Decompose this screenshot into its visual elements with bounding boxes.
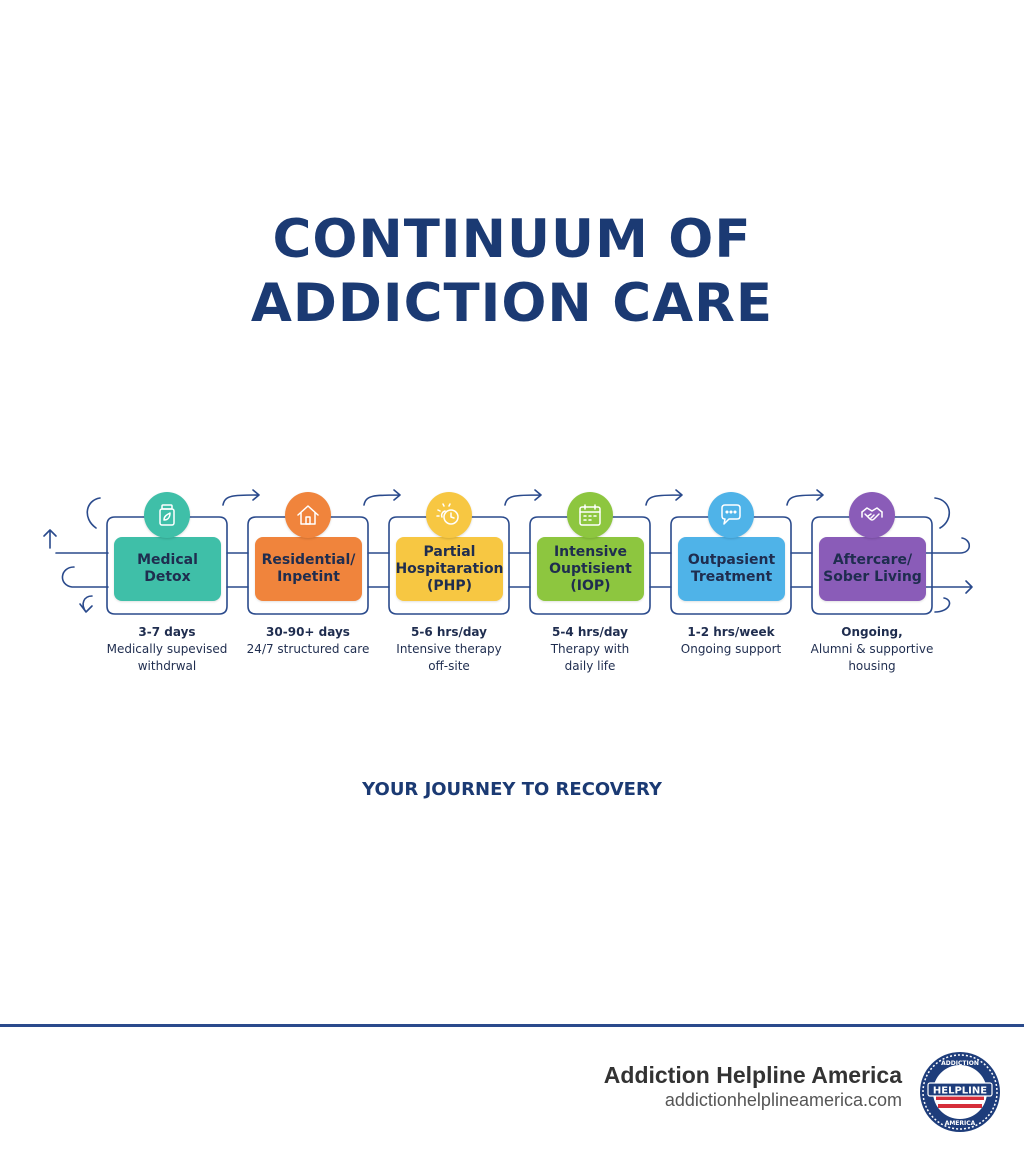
entry-curve-mid [61,566,109,588]
exit-curve-bottom [934,597,951,613]
stage-label: Outpasient Treatment [687,552,776,585]
stage-frame [247,516,369,615]
flow-arrow [645,489,683,506]
exit-curve-top [934,497,950,529]
exit-line [924,537,971,554]
stage-label: Intensive Ouptisient (IOP) [549,543,632,594]
flow-arrow [786,489,824,506]
flow-arrow [222,489,260,506]
flow-arrow [363,489,401,506]
stage-frame [388,516,510,615]
stage-label: Medical Detox [137,552,198,585]
stage-label: Residential/ Inpetint [261,552,356,585]
stage-frame [670,516,792,615]
flow-arrow [504,489,542,506]
stage-duration: Ongoing, [841,625,903,639]
tagline: YOUR JOURNEY TO RECOVERY [362,779,662,800]
title-line-1: CONTINUUM OF [272,209,752,270]
svg-text:AMERICA: AMERICA [945,1120,976,1127]
house-icon [285,492,331,538]
stage-card: Aftercare/ Sober Living [819,537,926,601]
title-line-2: ADDICTION CARE [250,273,774,334]
stage-description: Ongoing, Alumni & supportive housing [802,624,942,675]
footer-divider [0,1024,1024,1027]
stage-card: Medical Detox [114,537,221,601]
stage-detail: Intensive therapy off-site [396,642,502,673]
stage-card: Outpasient Treatment [678,537,785,601]
entry-curve-bottom [79,595,93,613]
sun-clock-icon [426,492,472,538]
stage-label: Aftercare/ Sober Living [823,552,922,585]
svg-text:HELPLINE: HELPLINE [933,1086,987,1097]
stage-detail: Medically supevised withdrwal [106,642,228,673]
stage-frame [811,516,933,615]
entry-curve-top [86,497,101,529]
stage-card: Partial Hospitaration (PHP) [395,537,504,601]
stage-detail: 24/7 structured care [246,642,370,656]
helpline-logo: HELPLINE ADDICTION AMERICA [920,1052,1000,1132]
stage-label: Partial Hospitaration (PHP) [395,543,504,594]
stage-description: 30-90+ days 24/7 structured care [238,624,378,658]
org-url: addictionhelplineamerica.com [664,1090,902,1110]
stage-card: Residential/ Inpetint [255,537,362,601]
stage-detail: Therapy with daily life [550,642,630,673]
stage-frame [106,516,228,615]
exit-arrow [924,580,973,594]
handshake-icon [849,492,895,538]
calendar-icon [567,492,613,538]
stage-duration: 5-4 hrs/day [552,625,628,639]
page-title: CONTINUUM OF ADDICTION CARE [0,208,1024,336]
stage-detail: Ongoing support [680,642,782,656]
stage-duration: 3-7 days [138,625,196,639]
medicine-bottle-icon [144,492,190,538]
stage-duration: 5-6 hrs/day [411,625,487,639]
svg-text:ADDICTION: ADDICTION [941,1060,979,1067]
stage-duration: 1-2 hrs/week [687,625,775,639]
org-name: Addiction Helpline America [603,1062,902,1088]
stage-detail: Alumni & supportive housing [810,642,934,673]
stage-duration: 30-90+ days [266,625,350,639]
chat-bubble-icon [708,492,754,538]
stage-frame [529,516,651,615]
entry-arrow-left [43,529,57,549]
stage-card: Intensive Ouptisient (IOP) [537,537,644,601]
